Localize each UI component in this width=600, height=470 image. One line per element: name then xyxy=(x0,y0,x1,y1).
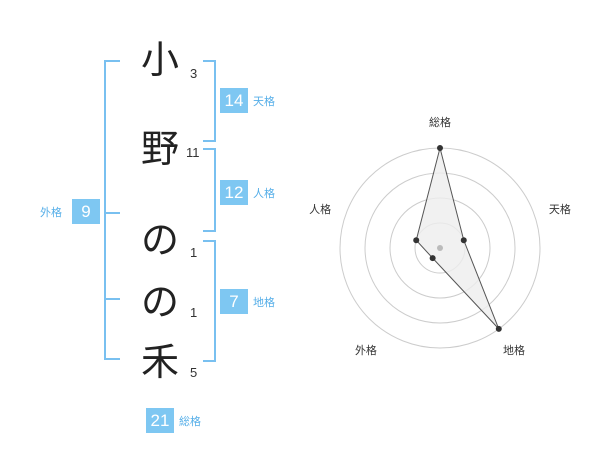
radar-point-4 xyxy=(429,255,436,262)
outer-bracket-top xyxy=(104,60,120,62)
chikaku-value-badge: 7 xyxy=(220,289,248,314)
radar-point-3 xyxy=(495,325,502,332)
tenkaku-bracket xyxy=(203,60,216,142)
jinkaku-bracket xyxy=(203,148,216,232)
stroke-count-2: 11 xyxy=(186,145,200,160)
soukaku-value-badge: 21 xyxy=(146,408,174,433)
name-char-2: 野 xyxy=(140,127,179,171)
tenkaku-label: 天格 xyxy=(253,95,275,108)
jinkaku-value-badge: 12 xyxy=(220,180,248,205)
stroke-count-1: 3 xyxy=(190,66,198,81)
stroke-count-5: 5 xyxy=(190,365,198,380)
radar-axis-label-5: 人格 xyxy=(309,202,331,216)
radar-axis-label-4: 外格 xyxy=(355,343,377,357)
tenkaku-value-badge: 14 xyxy=(220,88,248,113)
radar-axis-label-2: 天格 xyxy=(549,202,571,216)
radar-axis-label-1: 総格 xyxy=(429,115,451,129)
outer-bracket-bottom xyxy=(104,358,120,360)
gaikaku-label: 外格 xyxy=(40,206,62,219)
radar-axis-label-3: 地格 xyxy=(503,343,525,357)
radar-area xyxy=(415,147,500,330)
radar-point-2 xyxy=(460,237,467,244)
name-char-3: の xyxy=(140,218,179,262)
soukaku-label: 総格 xyxy=(179,415,201,428)
gaikaku-value-badge: 9 xyxy=(72,199,100,224)
outer-bracket-mid-2 xyxy=(104,298,120,300)
radar-center-dot xyxy=(437,245,443,251)
radar-point-5 xyxy=(413,237,420,244)
stroke-count-3: 1 xyxy=(190,245,198,260)
stroke-count-4: 1 xyxy=(190,305,198,320)
chikaku-label: 地格 xyxy=(253,296,275,309)
radar-point-1 xyxy=(437,145,443,151)
name-char-5: 禾 xyxy=(140,340,179,384)
chikaku-bracket xyxy=(203,240,216,362)
outer-bracket-mid-1 xyxy=(104,212,120,214)
outer-bracket xyxy=(104,60,136,358)
jinkaku-label: 人格 xyxy=(253,187,275,200)
name-char-4: の xyxy=(140,280,179,324)
name-char-1: 小 xyxy=(140,38,179,82)
